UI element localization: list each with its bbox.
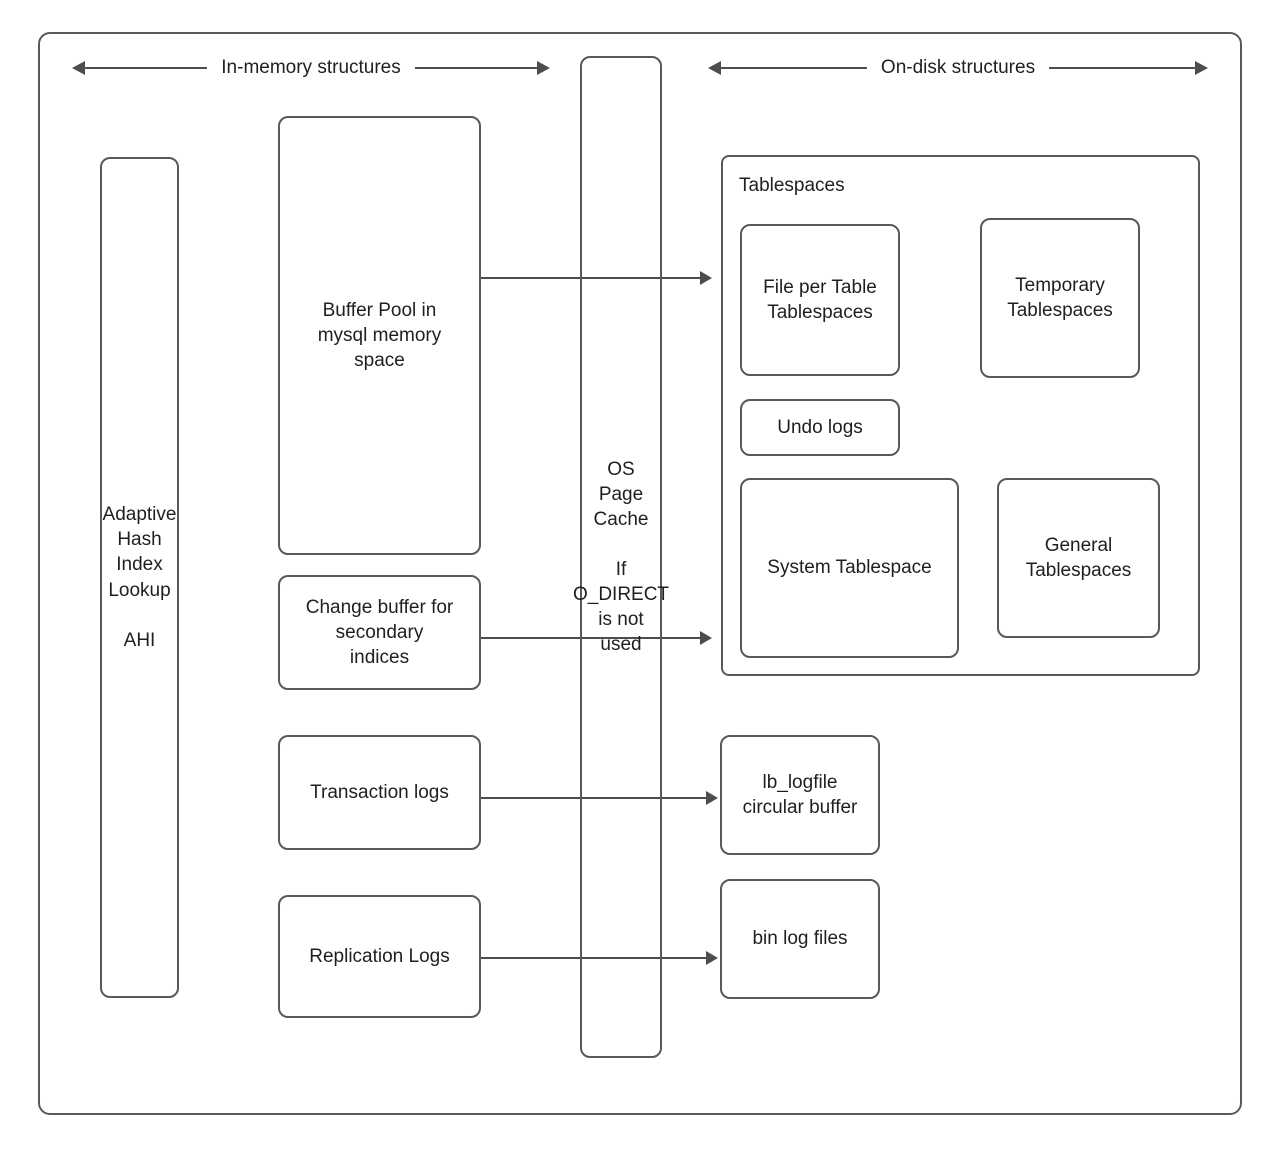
arrow-shaft — [1049, 67, 1195, 69]
os-page-cache-label: OS Page Cache If O_DIRECT is not used — [572, 458, 670, 656]
ib-logfile-box[interactable]: lb_logfile circular buffer — [720, 735, 880, 855]
arrow-head-left-icon — [72, 61, 85, 75]
undo-logs-box[interactable]: Undo logs — [740, 399, 900, 456]
connector-shaft — [481, 957, 706, 959]
connector-shaft — [481, 797, 706, 799]
adaptive-hash-index-label: Adaptive Hash Index Lookup AHI — [102, 504, 177, 651]
file-per-table-tablespaces-label: File per Table Tablespaces — [763, 276, 877, 323]
temporary-tablespaces-box[interactable]: Temporary Tablespaces — [980, 218, 1140, 378]
in-memory-structures-header: In-memory structures — [72, 56, 551, 80]
connector-replication-logs-to-bin-log-files — [481, 951, 718, 965]
file-per-table-tablespaces-box[interactable]: File per Table Tablespaces — [740, 224, 900, 376]
system-tablespace-box[interactable]: System Tablespace — [740, 478, 959, 658]
arrow-head-left-icon — [708, 61, 721, 75]
system-tablespace-label: System Tablespace — [767, 557, 932, 579]
bin-log-files-box[interactable]: bin log files — [720, 879, 880, 999]
connector-transaction-logs-to-ib-logfile — [481, 791, 718, 805]
transaction-logs-box[interactable]: Transaction logs — [278, 735, 481, 850]
arrow-head-right-icon — [700, 631, 712, 645]
transaction-logs-label: Transaction logs — [310, 781, 449, 803]
buffer-pool-label: Buffer Pool in mysql memory space — [317, 299, 442, 372]
replication-logs-box[interactable]: Replication Logs — [278, 895, 481, 1018]
change-buffer-box[interactable]: Change buffer for secondary indices — [278, 575, 481, 690]
arrow-head-right-icon — [537, 61, 551, 75]
arrow-shaft — [85, 67, 208, 69]
connector-buffer-pool-to-tablespaces — [481, 271, 712, 285]
change-buffer-label: Change buffer for secondary indices — [305, 596, 454, 669]
tablespaces-title: Tablespaces — [739, 175, 845, 196]
temporary-tablespaces-label: Temporary Tablespaces — [1007, 274, 1113, 321]
ib-logfile-label: lb_logfile circular buffer — [742, 771, 858, 818]
undo-logs-label: Undo logs — [777, 416, 863, 438]
arrow-head-right-icon — [706, 791, 718, 805]
on-disk-structures-header: On-disk structures — [708, 56, 1208, 80]
arrow-head-right-icon — [700, 271, 712, 285]
general-tablespaces-label: General Tablespaces — [1025, 534, 1132, 581]
general-tablespaces-box[interactable]: General Tablespaces — [997, 478, 1160, 638]
arrow-head-right-icon — [706, 951, 718, 965]
arrow-shaft — [721, 67, 867, 69]
adaptive-hash-index-box[interactable]: Adaptive Hash Index Lookup AHI — [100, 157, 179, 998]
on-disk-structures-label: On-disk structures — [880, 57, 1036, 78]
replication-logs-label: Replication Logs — [309, 945, 450, 967]
arrow-shaft — [414, 67, 538, 69]
arrow-head-right-icon — [1195, 61, 1208, 75]
os-page-cache-box[interactable]: OS Page Cache If O_DIRECT is not used — [573, 56, 669, 1058]
in-memory-structures-label: In-memory structures — [221, 57, 401, 78]
bin-log-files-label: bin log files — [752, 928, 848, 950]
outer-frame — [38, 32, 1242, 1115]
connector-change-buffer-to-tablespaces — [481, 631, 712, 645]
connector-shaft — [481, 637, 700, 639]
buffer-pool-box[interactable]: Buffer Pool in mysql memory space — [278, 116, 481, 555]
connector-shaft — [481, 277, 700, 279]
